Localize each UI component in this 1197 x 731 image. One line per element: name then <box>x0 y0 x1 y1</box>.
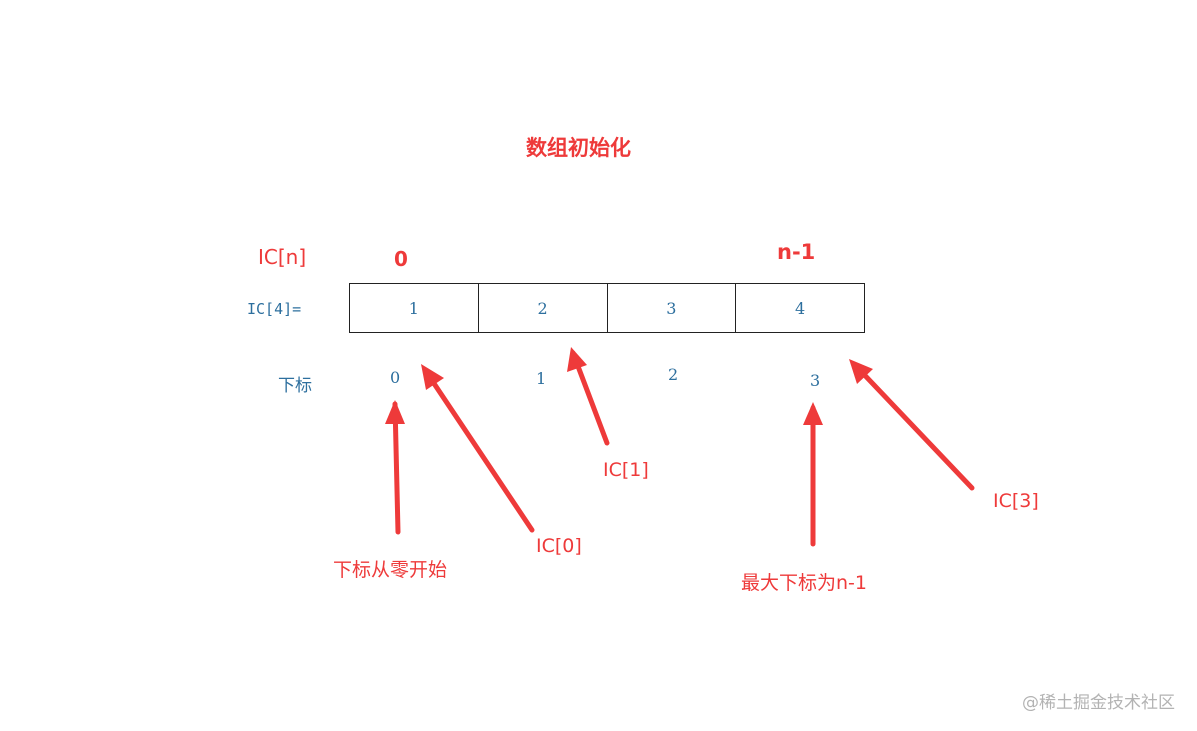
array-declaration-label: IC[4]= <box>247 300 302 318</box>
array-box: 1 2 3 4 <box>349 283 865 333</box>
array-generic-label: IC[n] <box>258 245 307 269</box>
arrow-ic0 <box>422 367 535 533</box>
arrowhead-start-from-zero <box>385 400 405 424</box>
arrowhead-ic1 <box>567 347 587 372</box>
arrowhead-max-subscript <box>803 402 823 425</box>
array-cell: 2 <box>479 284 608 332</box>
arrow-ic3 <box>852 362 975 491</box>
annotation-ic3: IC[3] <box>993 490 1039 512</box>
last-index-label: n-1 <box>777 240 816 264</box>
annotation-ic1: IC[1] <box>603 459 649 481</box>
arrow-start-from-zero <box>392 401 401 535</box>
index-label: 3 <box>810 371 821 390</box>
index-label: 0 <box>390 368 401 387</box>
diagram-title: 数组初始化 <box>526 136 631 160</box>
annotation-max-subscript: 最大下标为n-1 <box>741 572 867 594</box>
array-cell: 3 <box>608 284 737 332</box>
array-cell: 1 <box>350 284 479 332</box>
subscript-label: 下标 <box>278 376 312 396</box>
index-label: 2 <box>668 365 679 384</box>
annotation-start-from-zero: 下标从零开始 <box>333 559 448 581</box>
arrowhead-ic0 <box>421 364 444 390</box>
arrow-ic1 <box>570 350 610 446</box>
first-index-label: 0 <box>394 247 408 271</box>
watermark: @稀土掘金技术社区 <box>1022 693 1175 713</box>
annotation-ic0: IC[0] <box>536 535 582 557</box>
arrowhead-ic3 <box>849 359 873 384</box>
array-cell: 4 <box>795 298 806 318</box>
index-label: 1 <box>536 369 547 388</box>
